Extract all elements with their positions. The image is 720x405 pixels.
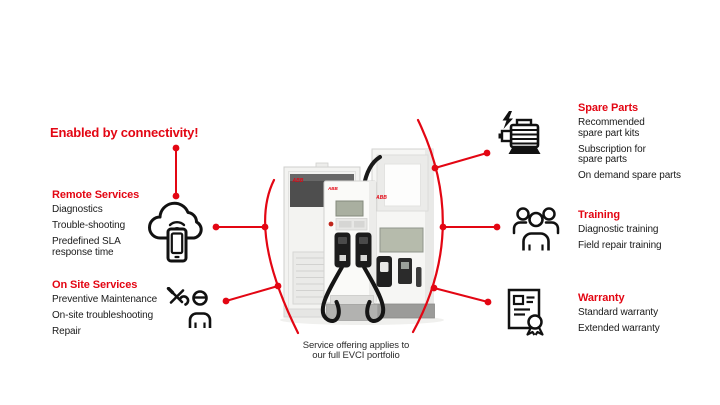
section-title: On Site Services — [52, 279, 138, 291]
connector-on-site-services — [225, 285, 279, 302]
electric-motor-lightning-icon — [498, 111, 541, 154]
service-item: Repair — [52, 326, 81, 337]
section-title: Remote Services — [52, 189, 140, 201]
service-item: Subscription for spare parts — [578, 143, 646, 165]
ev-charger-dual: ABB — [320, 180, 386, 323]
service-item: Preventive Maintenance — [52, 294, 158, 305]
tall-charger-brand-logo: ABB — [375, 195, 387, 201]
cabinet-brand-logo: ABB — [292, 178, 304, 184]
technician-with-tools-icon — [166, 287, 212, 328]
ev-charger-tall: ABB — [353, 148, 435, 319]
certificate-ribbon-icon — [507, 288, 544, 336]
section-remote-services: Remote Services Diagnostics Trouble-shoo… — [52, 189, 182, 264]
section-warranty: Warranty Standard warranty Extended warr… — [578, 292, 708, 340]
connector-dots — [172, 144, 501, 306]
charging-cable — [320, 265, 344, 323]
page-title: Enabled by connectivity! — [50, 125, 199, 140]
connector-warranty — [433, 287, 489, 303]
section-training: Training Diagnostic training Field repai… — [578, 209, 708, 257]
service-item: On-site troubleshooting — [52, 310, 154, 321]
section-title: Spare Parts — [578, 102, 639, 114]
service-item: Trouble-shooting — [52, 220, 126, 231]
connector-spare-parts — [434, 152, 488, 169]
service-item: Standard warranty — [578, 307, 659, 318]
service-item: On demand spare parts — [578, 170, 681, 181]
section-title: Training — [578, 209, 620, 221]
service-item: Diagnostic training — [578, 224, 659, 235]
service-item: Diagnostics — [52, 204, 103, 215]
charging-cable — [362, 265, 386, 323]
section-title: Warranty — [578, 292, 625, 304]
section-spare-parts: Spare Parts Recommended spare part kits … — [578, 102, 708, 187]
cloud-smartphone-connectivity-icon — [148, 201, 203, 263]
people-group-icon — [512, 207, 560, 251]
service-item: Field repair training — [578, 240, 662, 251]
portfolio-caption: Service offering applies to our full EVC… — [302, 340, 410, 361]
service-item: Recommended spare part kits — [578, 117, 645, 139]
section-on-site-services: On Site Services Preventive Maintenance … — [52, 279, 192, 343]
service-item: Extended warranty — [578, 323, 660, 334]
dual-charger-brand-logo: ABB — [327, 186, 338, 191]
left-arc — [264, 178, 300, 335]
service-item: Predefined SLA response time — [52, 236, 121, 258]
